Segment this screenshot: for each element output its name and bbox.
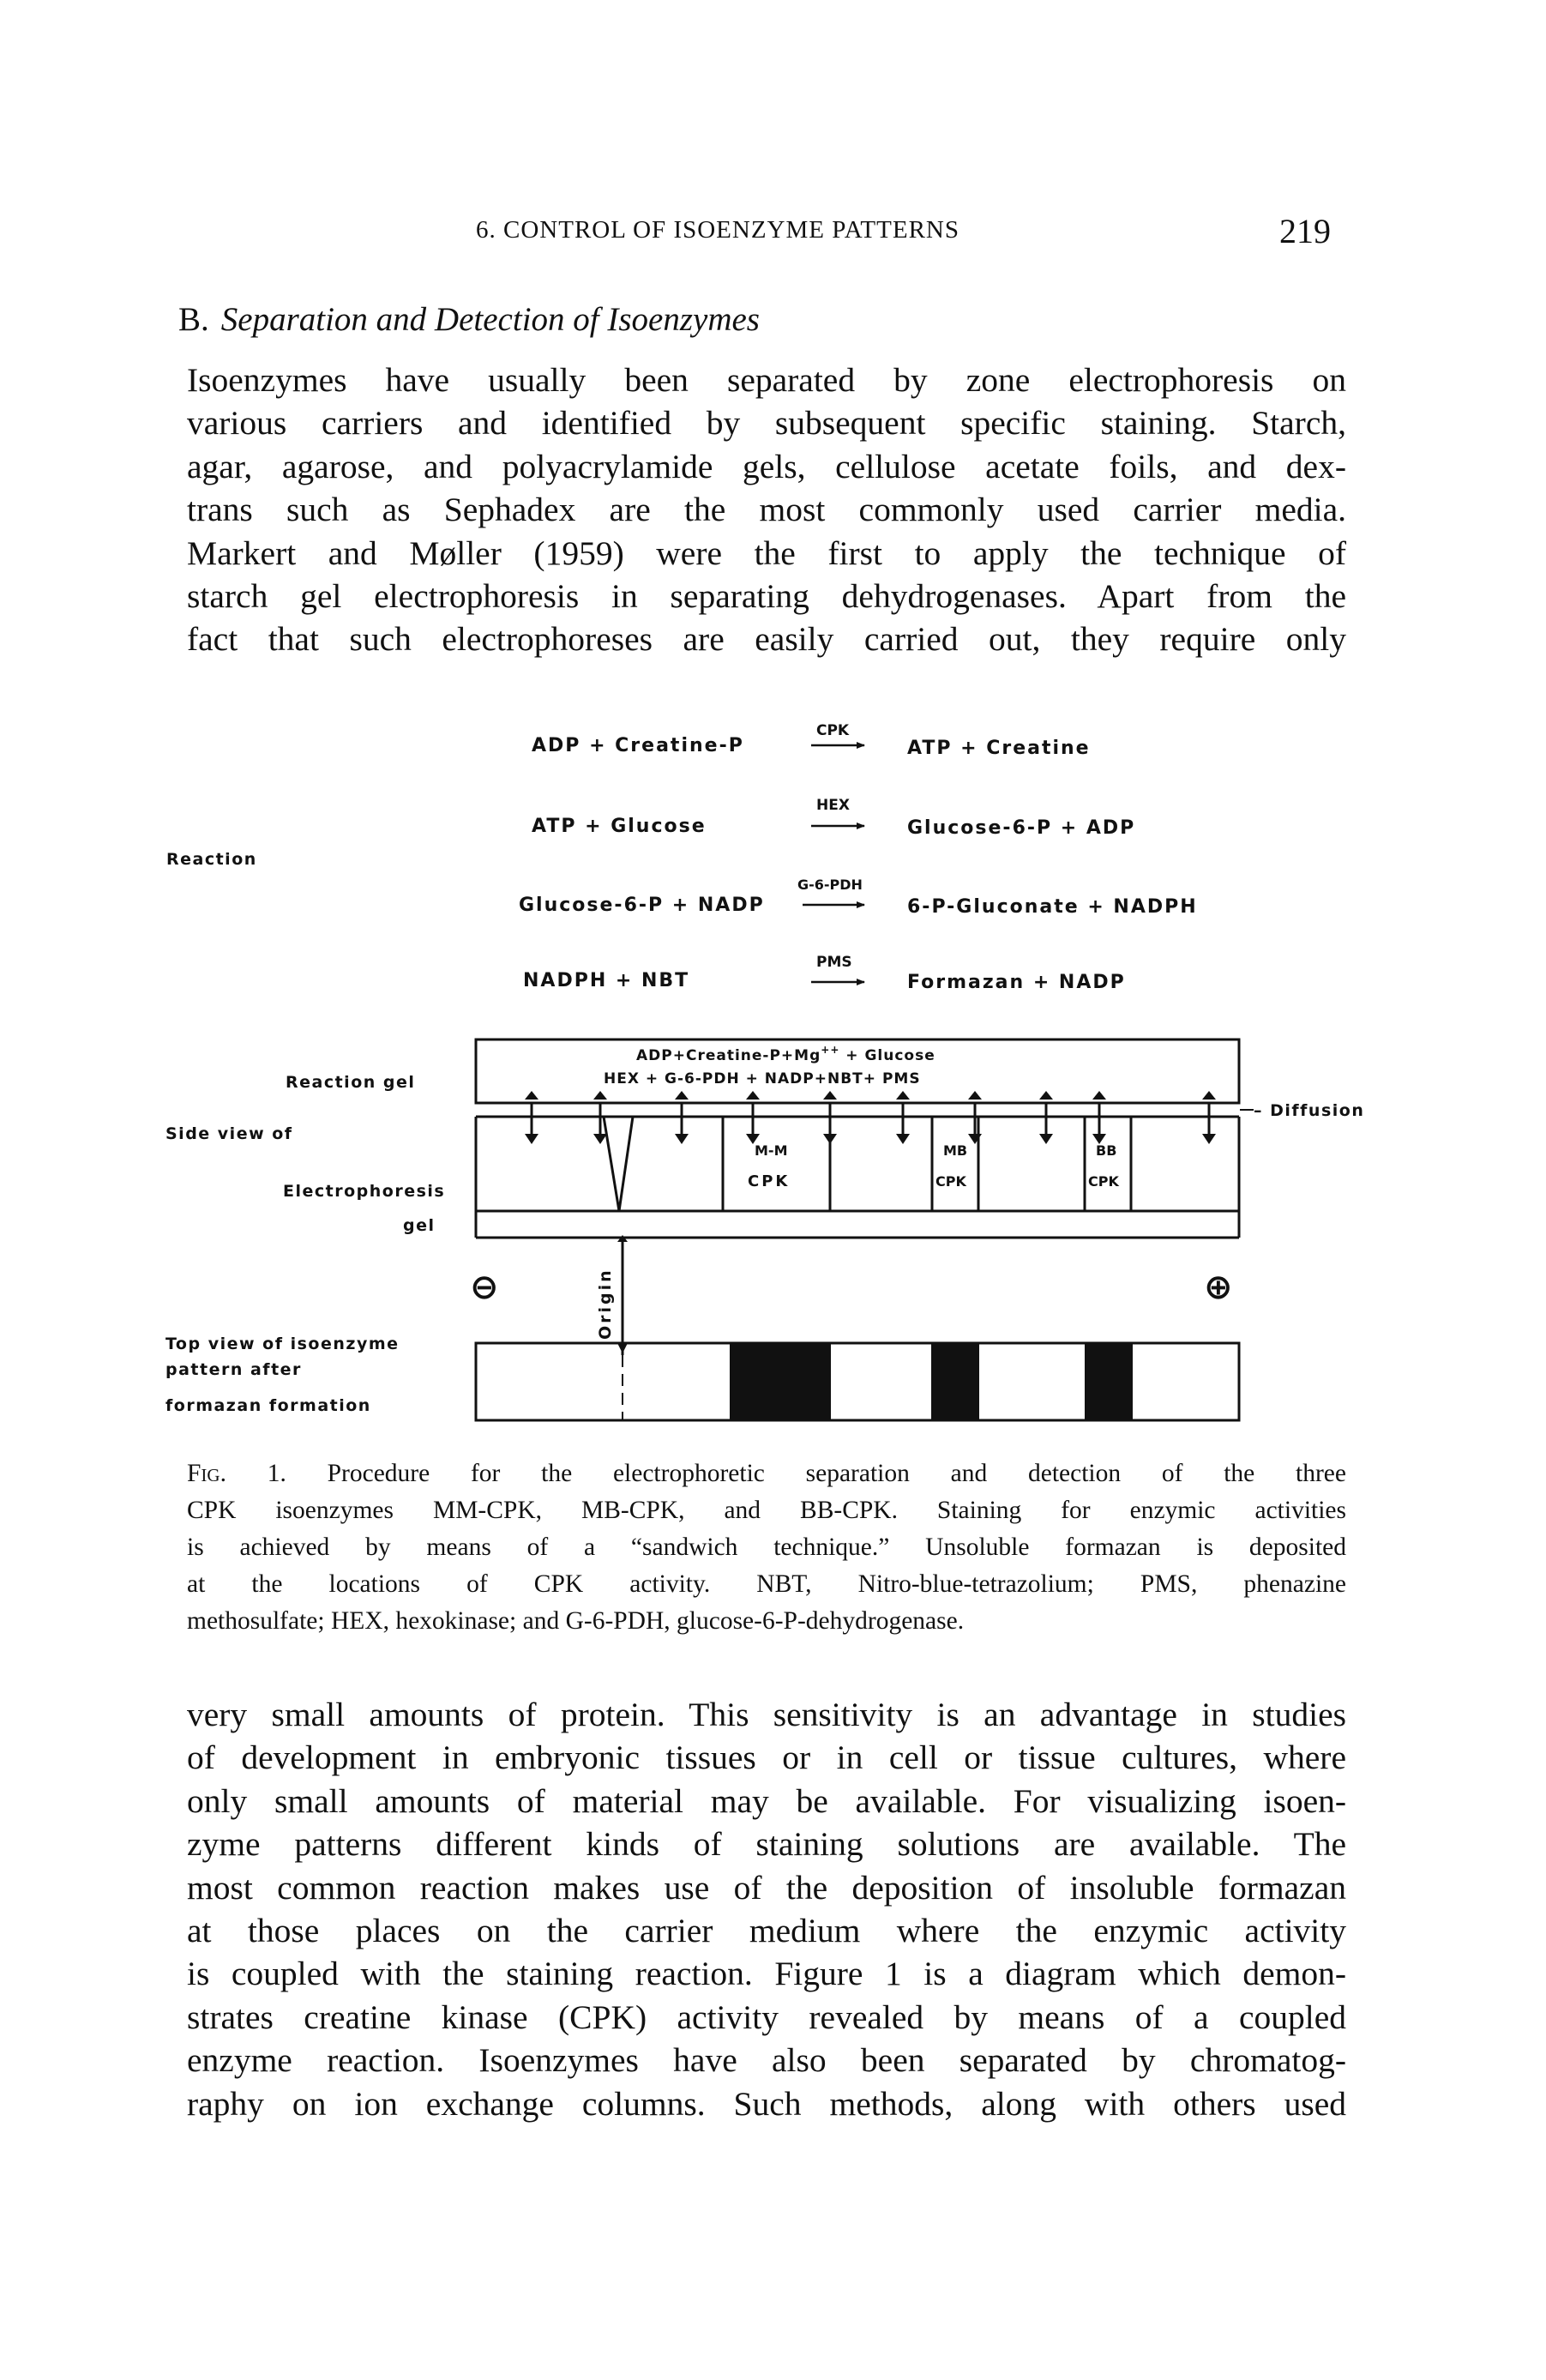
paragraph-line: at those places on the carrier medium wh… (187, 1912, 1346, 1950)
caption-line: is achieved by means of a “sandwich tech… (187, 1533, 1346, 1561)
paragraph-line: only small amounts of material may be av… (187, 1781, 1346, 1820)
caption-line: Fig. 1. Procedure for the electrophoreti… (187, 1460, 1346, 1487)
diffusion-arrows (525, 1091, 1216, 1144)
reaction-3-right: 6-P-Gluconate + NADPH (907, 896, 1198, 918)
paragraph-line: is coupled with the staining reaction. F… (187, 1955, 1346, 1993)
paragraph-2: very small amounts of protein. This sens… (187, 1693, 1346, 2125)
reaction-gel: ADP+Creatine-P+Mg++ + Glucose HEX + G-6-… (474, 1038, 1241, 1105)
reaction-4-enzyme: PMS (816, 954, 852, 971)
reaction-2-right: Glucose-6-P + ADP (907, 817, 1135, 839)
side-view-label: Side view of (165, 1124, 293, 1143)
reaction-3: Glucose-6-P + NADP G-6-PDH 6-P-Gluconate… (519, 877, 1198, 918)
band-bb-label-2: CPK (1088, 1173, 1119, 1190)
page-number: 219 (1279, 212, 1331, 250)
reaction-3-enzyme: G-6-PDH (797, 877, 863, 893)
reaction-2-left: ATP + Glucose (532, 816, 707, 837)
paragraph-line: very small amounts of protein. This sens… (187, 1696, 1346, 1733)
origin-slot (602, 1116, 635, 1212)
reaction-4-right: Formazan + NADP (907, 972, 1126, 993)
reaction-1: ADP + Creatine-P CPK ATP + Creatine (532, 722, 1091, 759)
caption-line: at the locations of CPK activity. NBT, N… (187, 1570, 1346, 1598)
reaction-1-left: ADP + Creatine-P (532, 735, 744, 756)
band-bb-label: BB (1096, 1142, 1116, 1159)
reaction-1-enzyme: CPK (816, 722, 850, 739)
reaction-2-enzyme: HEX (816, 797, 850, 814)
origin-label: Origin (596, 1268, 615, 1340)
anode-plus-icon: ⊕ (1204, 1268, 1233, 1307)
paragraph-line: enzyme reaction. Isoenzymes have also be… (187, 2041, 1346, 2080)
electrophoresis-gel: M-M CPK MB CPK BB CPK (474, 1115, 1241, 1239)
paragraph-line: of development in embryonic tissues or i… (187, 1738, 1346, 1777)
band-mm-formazan (730, 1343, 831, 1420)
band-column-bb (1083, 1115, 1133, 1213)
paragraph-line: starch gel electrophoresis in separating… (187, 577, 1346, 616)
reaction-3-left: Glucose-6-P + NADP (519, 895, 765, 916)
figure-1-diagram: Reaction ADP + Creatine-P CPK ATP + Crea… (165, 722, 1364, 1422)
band-mm-label-2: CPK (748, 1172, 790, 1190)
reaction-gel-box (474, 1038, 1241, 1105)
band-column-mm (721, 1115, 832, 1213)
figure-label: Fig. 1. (187, 1460, 286, 1487)
caption-line: CPK isoenzymes MM-CPK, MB-CPK, and BB-CP… (187, 1497, 1346, 1524)
paragraph-line: Markert and Møller (1959) were the first… (187, 533, 1346, 572)
band-mm-label: M-M (755, 1142, 787, 1159)
reaction-1-right: ATP + Creatine (907, 738, 1091, 759)
top-view-label-3: formazan formation (165, 1396, 371, 1415)
paragraph-line: zyme patterns different kinds of stainin… (187, 1825, 1346, 1864)
section-title: Separation and Detection of Isoenzymes (220, 301, 760, 338)
paragraph-line: trans such as Sephadex are the most comm… (187, 491, 1346, 529)
top-view-label: Top view of isoenzyme (165, 1335, 400, 1353)
band-mb-label-2: CPK (935, 1173, 966, 1190)
band-bb-formazan (1085, 1343, 1133, 1420)
paragraph-line: strates creatine kinase (CPK) activity r… (187, 1997, 1346, 2036)
diffusion-label: – Diffusion (1254, 1101, 1364, 1120)
figure-caption: Fig. 1. Procedure for the electrophoreti… (187, 1455, 1346, 1640)
paragraph-line: most common reaction makes use of the de… (187, 1868, 1346, 1907)
reaction-4-left: NADPH + NBT (523, 970, 689, 991)
paragraph-line: Isoenzymes have usually been separated b… (187, 361, 1346, 399)
paragraph-line: agar, agarose, and polyacrylamide gels, … (187, 447, 1346, 485)
paragraph-line: fact that such electrophoreses are easil… (187, 620, 1346, 659)
band-column-mb (930, 1115, 980, 1213)
electrophoresis-gel-label: Electrophoresis (283, 1182, 445, 1201)
band-mb-label: MB (943, 1142, 967, 1159)
top-view-label-2: pattern after (165, 1360, 302, 1379)
reaction-2: ATP + Glucose HEX Glucose-6-P + ADP (532, 797, 1135, 839)
cathode-minus-icon: ⊖ (470, 1268, 499, 1307)
reaction-gel-label: Reaction gel (286, 1073, 415, 1092)
paragraph-line: various carriers and identified by subse… (187, 404, 1346, 443)
reaction-gel-contents-2: HEX + G-6-PDH + NADP+NBT+ PMS (604, 1070, 921, 1088)
reaction-4: NADPH + NBT PMS Formazan + NADP (523, 954, 1126, 993)
section-heading: B. Separation and Detection of Isoenzymes (178, 300, 760, 339)
top-view-pattern (474, 1341, 1241, 1422)
reaction-label: Reaction (166, 850, 257, 869)
paragraph-line: raphy on ion exchange columns. Such meth… (187, 2084, 1346, 2123)
running-head: 6. CONTROL OF ISOENZYME PATTERNS (476, 216, 959, 244)
paragraph-1: Isoenzymes have usually been separated b… (187, 359, 1346, 661)
electrophoresis-gel-label-2: gel (403, 1216, 436, 1235)
reaction-gel-contents-1: ADP+Creatine-P+Mg++ + Glucose (636, 1044, 935, 1064)
section-number: B. (178, 301, 209, 338)
band-mb-formazan (931, 1343, 979, 1420)
caption-line: methosulfate; HEX, hexokinase; and G-6-P… (187, 1607, 965, 1635)
